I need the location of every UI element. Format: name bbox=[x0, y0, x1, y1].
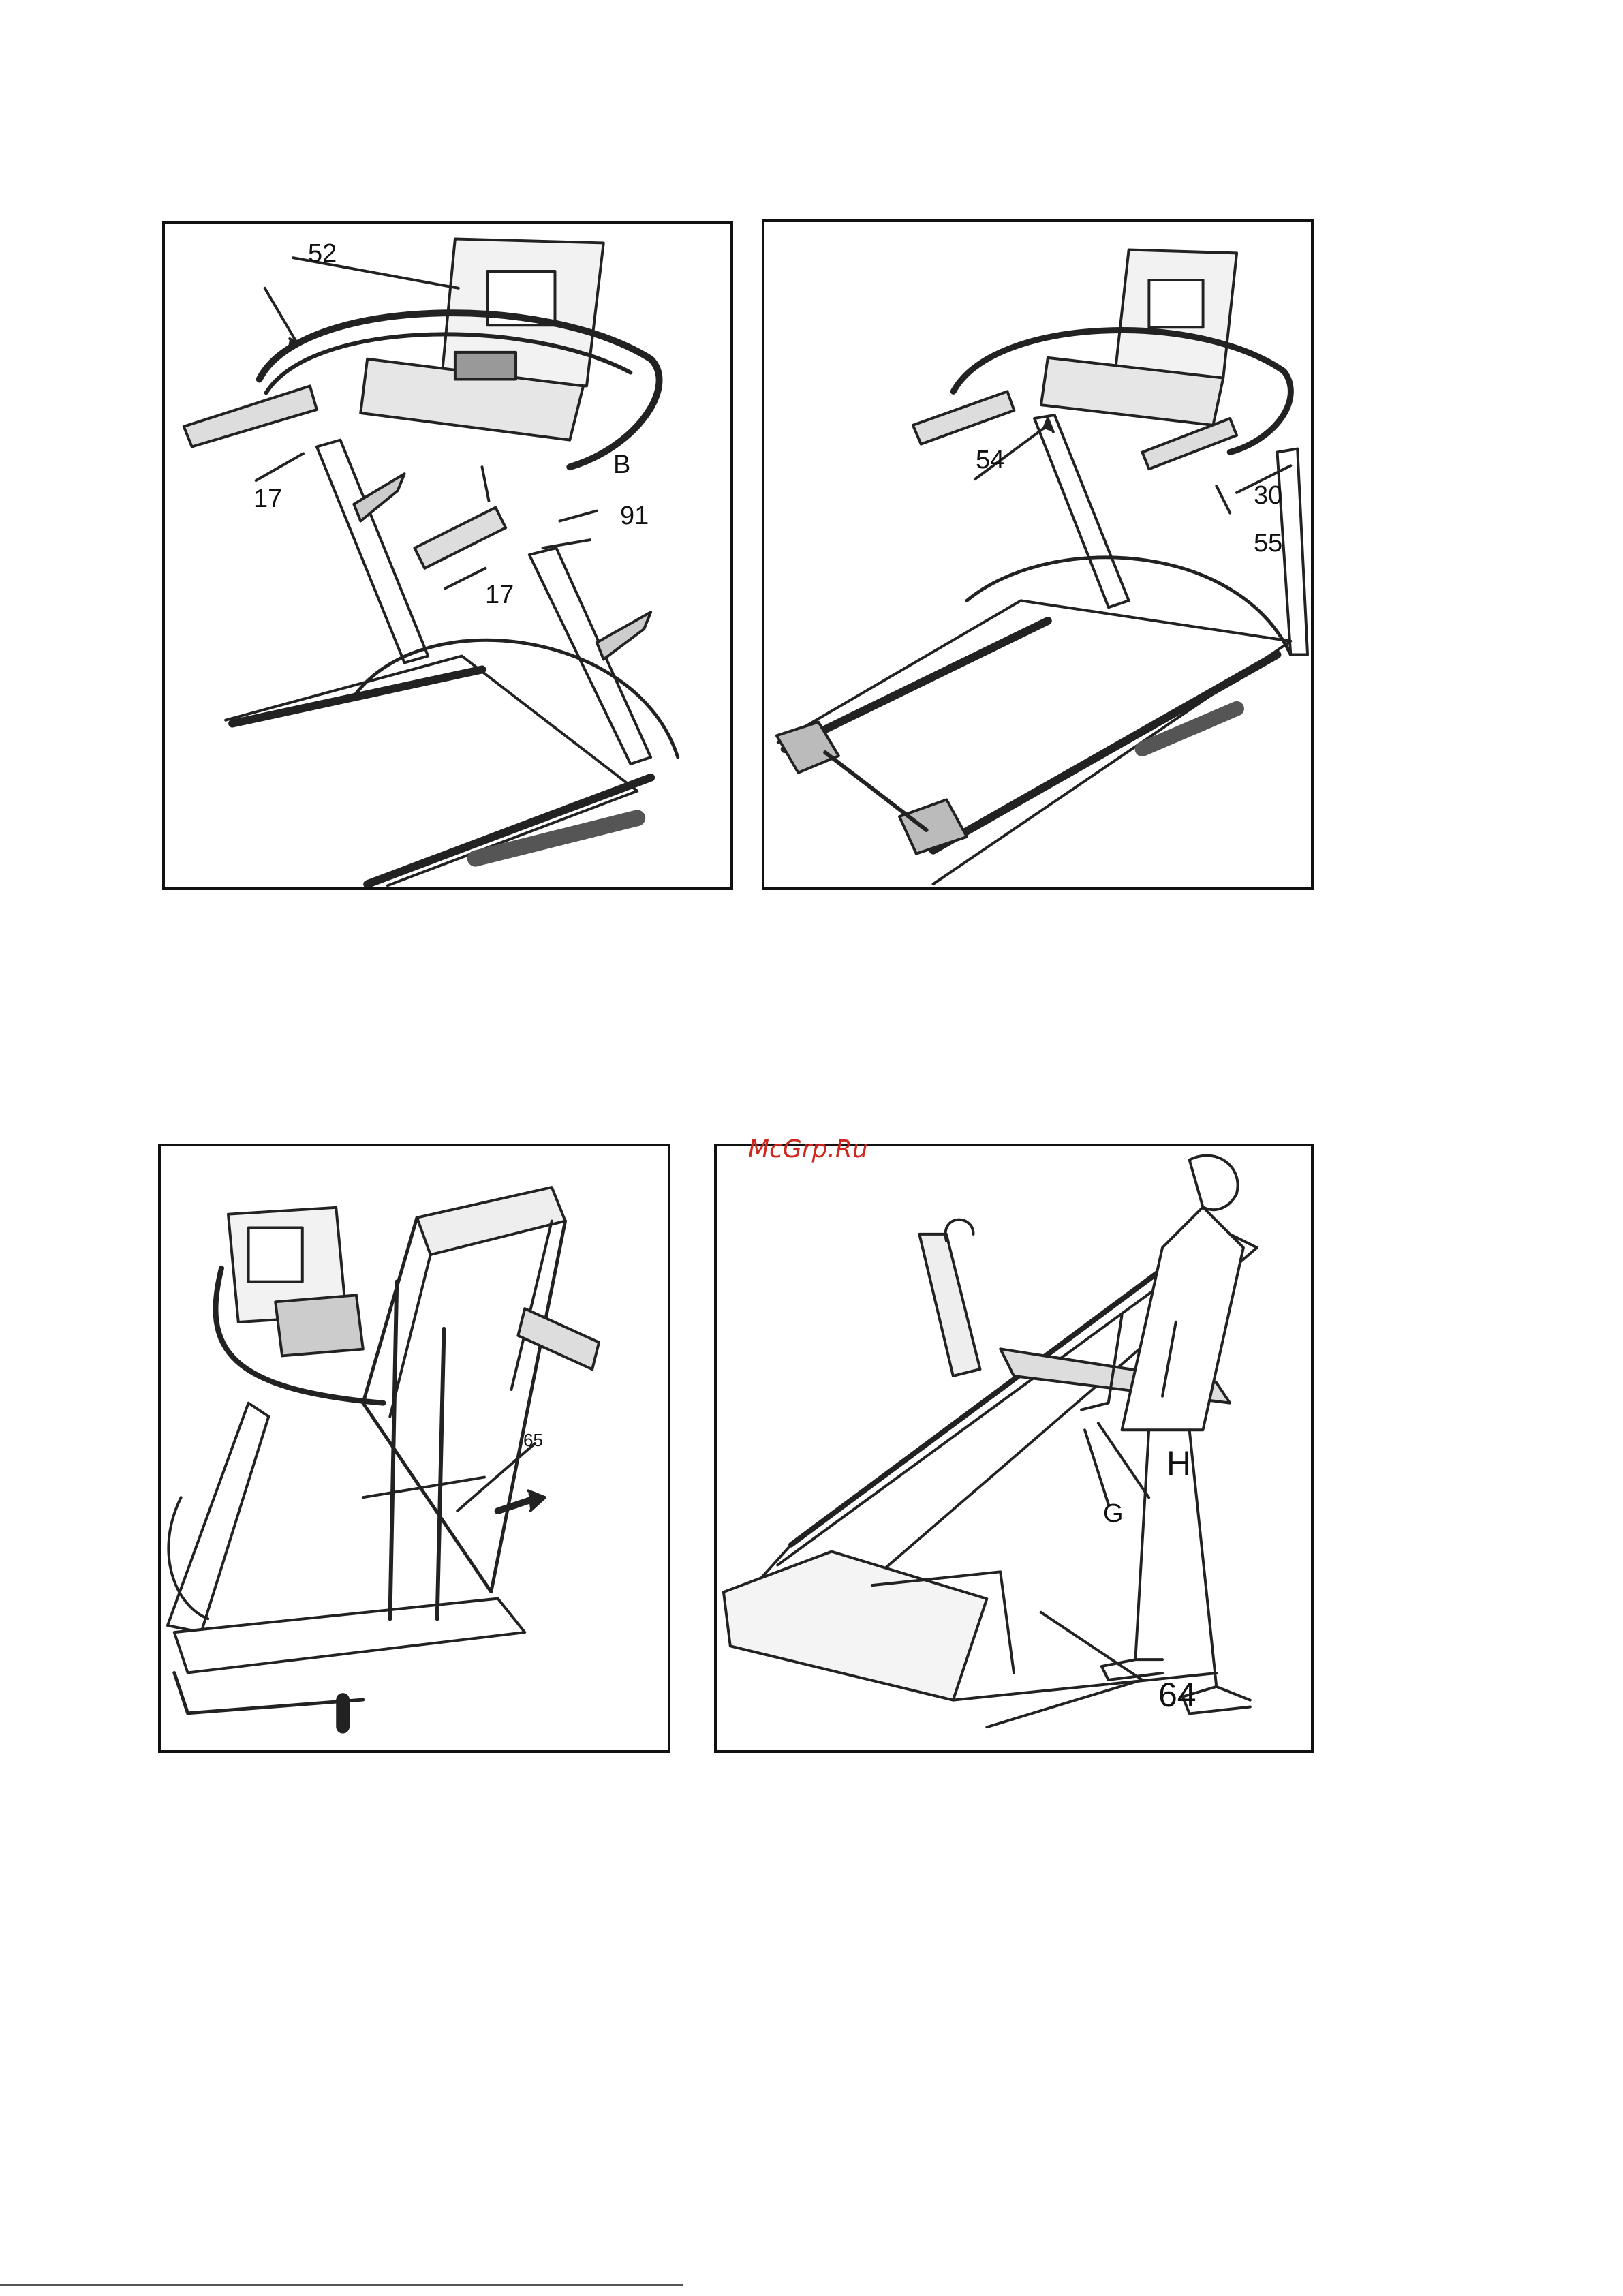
callout-label: 54 bbox=[976, 447, 1004, 473]
handlebar-installed-figure: 54 30 55 bbox=[762, 219, 1314, 890]
folding-person-figure: H G 64 bbox=[714, 1144, 1314, 1753]
callout-label: 52 bbox=[308, 241, 337, 266]
footer-divider bbox=[0, 2284, 683, 2286]
callout-label: 30 bbox=[1254, 483, 1282, 508]
callout-label: 17 bbox=[253, 486, 282, 512]
folded-treadmill-figure: 65 bbox=[158, 1144, 670, 1753]
callout-label: 17 bbox=[485, 582, 514, 608]
callout-label: 55 bbox=[1254, 530, 1282, 556]
callout-label: 91 bbox=[620, 503, 649, 529]
folded-treadmill-drawing bbox=[161, 1146, 668, 1750]
callout-label: H bbox=[1166, 1446, 1191, 1480]
callout-label: 65 bbox=[523, 1431, 543, 1449]
watermark-text: McGrp.Ru bbox=[748, 1135, 868, 1163]
callout-label: G bbox=[1103, 1501, 1124, 1527]
callout-label: 64 bbox=[1158, 1678, 1196, 1712]
treadmill-console-drawing bbox=[165, 224, 730, 887]
handlebar-install-figure: 52 17 B 91 17 bbox=[162, 221, 733, 890]
treadmill-assembled-drawing bbox=[764, 222, 1311, 887]
callout-label: B bbox=[613, 452, 630, 478]
person-folding-drawing bbox=[717, 1146, 1311, 1750]
